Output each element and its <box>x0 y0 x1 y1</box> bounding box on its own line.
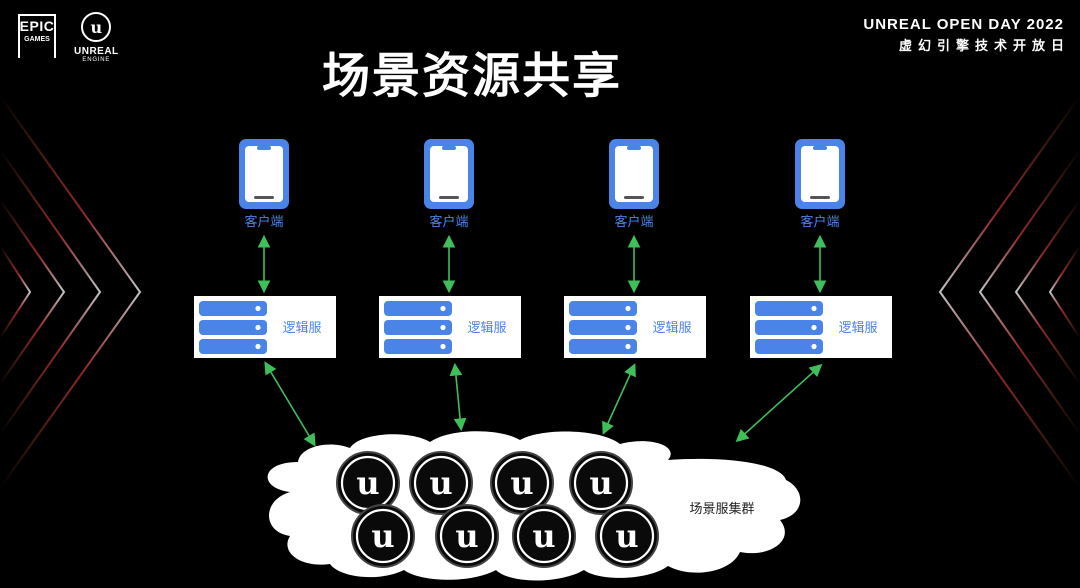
server-led-icon <box>255 324 261 331</box>
phone-notch <box>627 146 641 150</box>
svg-text:u: u <box>615 517 638 555</box>
client-device-4: 客户端 <box>795 139 845 230</box>
server-rack-bar <box>384 339 452 354</box>
server-cluster-arrow <box>735 363 823 443</box>
server-cluster-arrow <box>602 363 636 435</box>
client-label: 客户端 <box>429 214 468 230</box>
svg-text:u: u <box>356 464 379 502</box>
server-rack-bar <box>199 320 267 335</box>
unreal-u-icon: u <box>81 12 112 42</box>
server-rack-bar <box>199 301 267 316</box>
server-rack-bar <box>384 301 452 316</box>
unreal-engine-node-icon: u <box>595 504 659 568</box>
right-chevrons <box>938 95 1080 489</box>
server-rack-bar <box>755 301 823 316</box>
phone-notch <box>257 146 271 150</box>
phone-screen <box>801 146 839 202</box>
server-led-icon <box>625 305 631 312</box>
phone-screen <box>245 146 283 202</box>
logic-server-label: 逻辑服 <box>838 321 877 336</box>
logic-server-2: 逻辑服 <box>379 296 521 358</box>
server-led-icon <box>255 305 261 312</box>
logic-server-1: 逻辑服 <box>194 296 336 358</box>
server-led-icon <box>625 343 631 350</box>
unreal-engine-node-icon: u <box>351 504 415 568</box>
svg-text:u: u <box>510 464 533 502</box>
epic-games-logo: EPIC GAMES <box>18 14 56 58</box>
cluster-label: 场景服集群 <box>689 501 754 517</box>
unreal-engine-node-icon: u <box>435 504 499 568</box>
client-device-1: 客户端 <box>239 139 289 230</box>
server-cluster-arrow <box>264 361 316 447</box>
brand-logos: EPIC GAMES u UNREAL ENGINE <box>18 12 119 63</box>
epic-logo-text: EPIC <box>19 18 55 34</box>
logic-server-label: 逻辑服 <box>282 321 321 336</box>
server-rack-bar <box>569 339 637 354</box>
server-cluster-arrow <box>449 362 467 432</box>
server-led-icon <box>811 324 817 331</box>
server-led-icon <box>440 343 446 350</box>
server-rack-bar <box>199 339 267 354</box>
event-subtitle: 虚幻引擎技术开放日 <box>898 39 1070 54</box>
epic-logo-subtext: GAMES <box>24 36 50 43</box>
server-rack-bar <box>384 320 452 335</box>
slide-title: 场景资源共享 <box>322 48 623 104</box>
event-title: UNREAL OPEN DAY 2022 <box>863 16 1064 33</box>
server-led-icon <box>625 324 631 331</box>
client-label: 客户端 <box>244 214 283 230</box>
server-rack-bar <box>569 301 637 316</box>
client-device-3: 客户端 <box>609 139 659 230</box>
unreal-logo-text: UNREAL <box>74 46 119 57</box>
server-led-icon <box>440 305 446 312</box>
logic-server-label: 逻辑服 <box>467 321 506 336</box>
server-led-icon <box>255 343 261 350</box>
client-label: 客户端 <box>614 214 653 230</box>
phone-screen <box>430 146 468 202</box>
unreal-engine-node-icon: u <box>409 451 473 515</box>
client-device-2: 客户端 <box>424 139 474 230</box>
phone-home-bar <box>439 196 459 199</box>
svg-text:u: u <box>371 517 394 555</box>
phone-home-bar <box>254 196 274 199</box>
svg-text:u: u <box>455 517 478 555</box>
server-rack-bar <box>755 320 823 335</box>
unreal-engine-node-icon: u <box>569 451 633 515</box>
server-led-icon <box>811 343 817 350</box>
unreal-engine-node-icon: u <box>512 504 576 568</box>
phone-screen <box>615 146 653 202</box>
event-branding: UNREAL OPEN DAY 2022 虚幻引擎技术开放日 <box>863 16 1064 54</box>
phone-notch <box>813 146 827 150</box>
logic-server-4: 逻辑服 <box>750 296 892 358</box>
client-label: 客户端 <box>800 214 839 230</box>
svg-text:u: u <box>532 517 555 555</box>
svg-text:u: u <box>589 464 612 502</box>
unreal-engine-logo: u UNREAL ENGINE <box>74 12 119 63</box>
server-led-icon <box>440 324 446 331</box>
logic-server-label: 逻辑服 <box>652 321 691 336</box>
server-rack-bar <box>755 339 823 354</box>
unreal-logo-subtext: ENGINE <box>82 57 111 63</box>
server-rack-bar <box>569 320 637 335</box>
phone-home-bar <box>810 196 830 199</box>
phone-notch <box>442 146 456 150</box>
phone-home-bar <box>624 196 644 199</box>
logic-server-3: 逻辑服 <box>564 296 706 358</box>
server-led-icon <box>811 305 817 312</box>
left-chevrons <box>0 95 142 489</box>
svg-text:u: u <box>429 464 452 502</box>
unreal-engine-node-icon: u <box>336 451 400 515</box>
